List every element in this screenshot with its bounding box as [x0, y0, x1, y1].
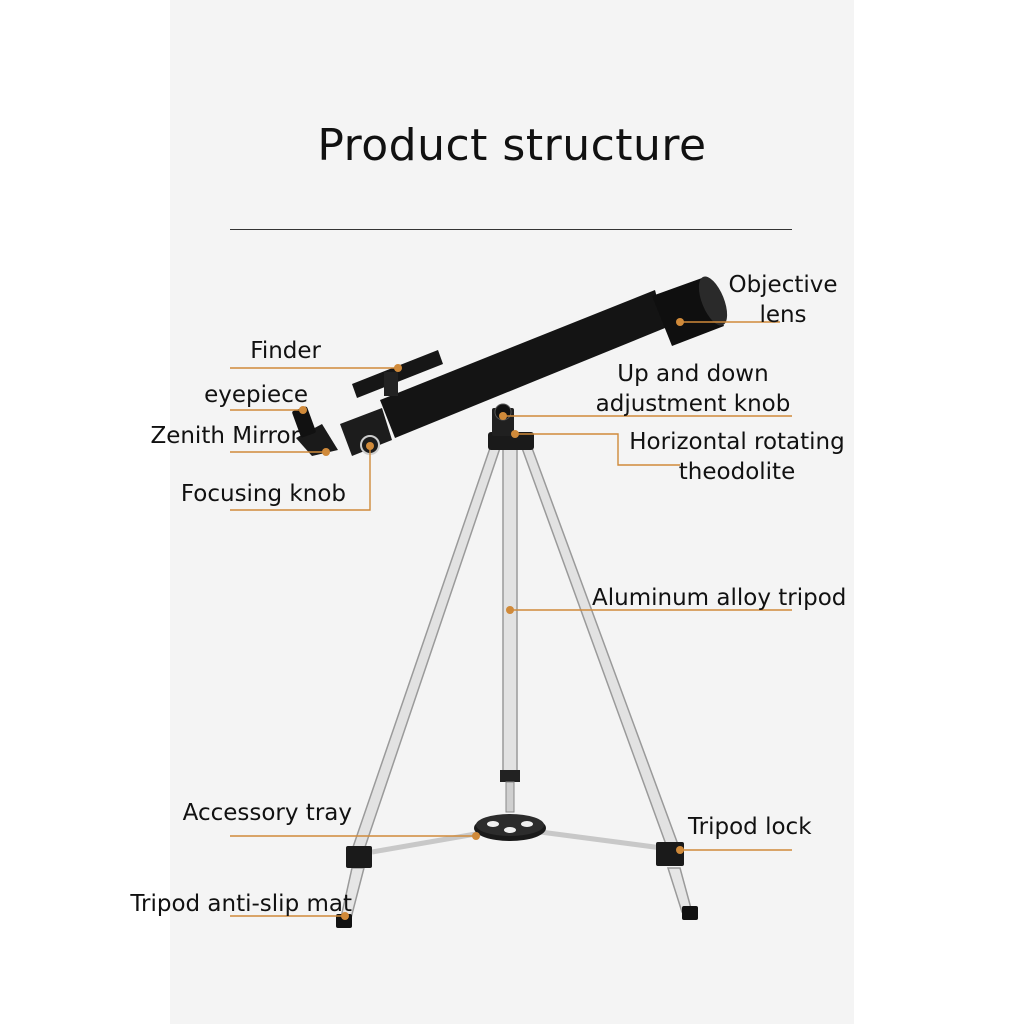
tripod-leg-left [350, 447, 502, 851]
tripod-leg-right [520, 447, 682, 851]
accessory-tray [474, 814, 546, 841]
label-updown-knob: Up and down adjustment knob [595, 361, 791, 417]
leader-theodolite [515, 433, 680, 466]
label-objective-lens: Objective lens [728, 272, 838, 328]
tripod [339, 447, 693, 923]
title-divider [230, 229, 792, 230]
leader-lines [230, 321, 792, 917]
leader-dots [299, 318, 684, 920]
label-aluminum-tripod: Aluminum alloy tripod [592, 585, 847, 611]
label-horizontal-theodolite: Horizontal rotating theodolite [629, 429, 845, 485]
label-anti-slip-mat: Tripod anti-slip mat [130, 891, 352, 917]
label-eyepiece: eyepiece [204, 382, 308, 408]
tripod-feet [336, 906, 698, 928]
leader-focusing-knob [230, 446, 371, 511]
label-tripod-lock: Tripod lock [688, 814, 812, 840]
label-focusing-knob: Focusing knob [180, 481, 346, 507]
telescope-tube [292, 276, 728, 456]
label-finder: Finder [250, 338, 321, 364]
label-zenith-mirror: Zenith Mirror [150, 423, 300, 449]
page-title: Product structure [317, 120, 707, 171]
label-accessory-tray: Accessory tray [182, 800, 352, 826]
mount [488, 403, 534, 450]
